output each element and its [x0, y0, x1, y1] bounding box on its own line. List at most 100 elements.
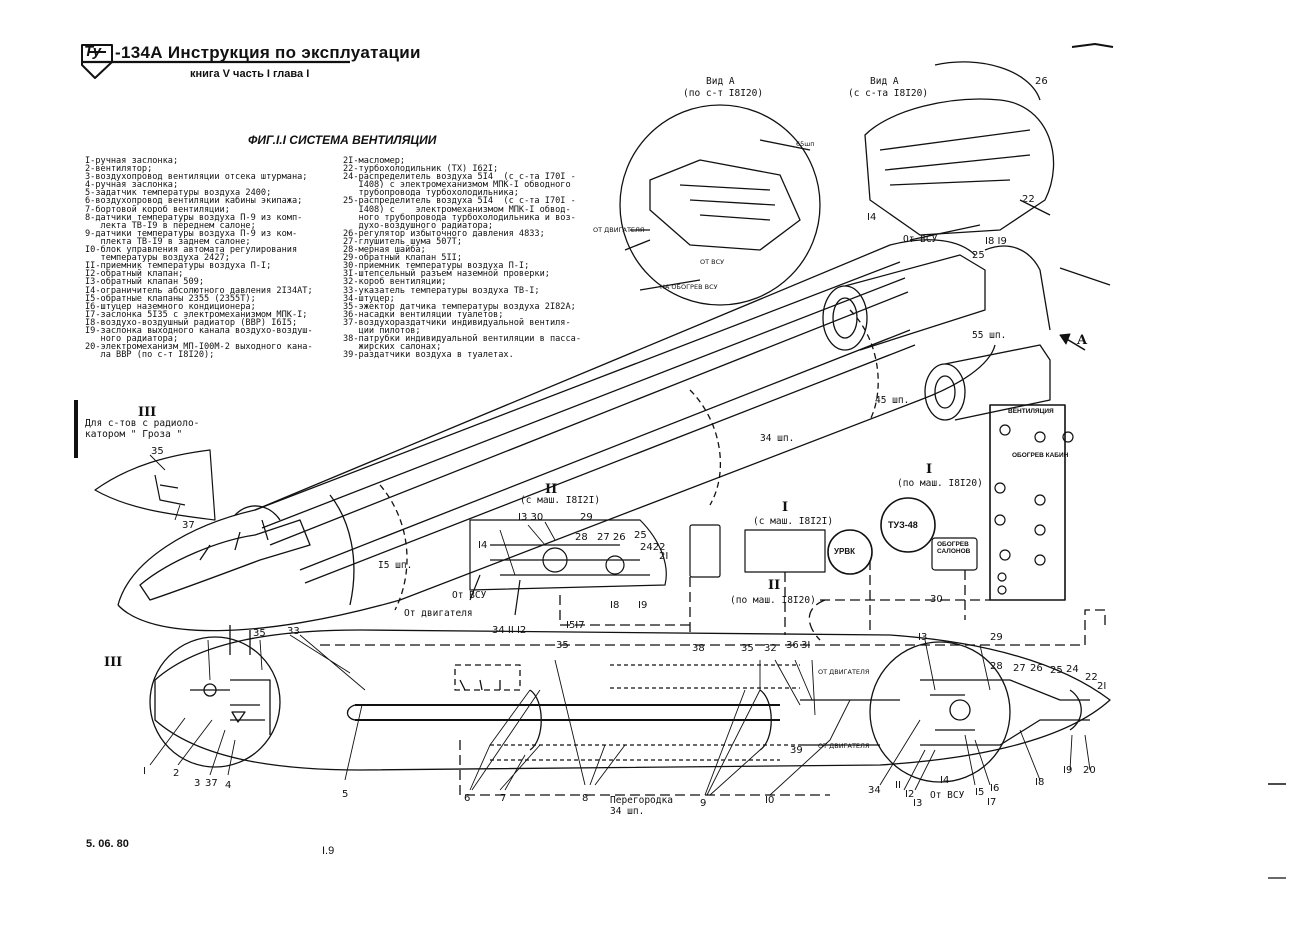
legend-right-item: 39-раздатчики воздуха в туалетах.: [343, 350, 514, 361]
callout-9: 9: [700, 798, 707, 809]
detail-iii-roman: III: [138, 405, 157, 420]
plan-from-engine-bot: ОТ ДВИГАТЕЛЯ: [818, 742, 870, 750]
callout-22-view: 22: [1022, 194, 1035, 205]
frame-45-label: 45 шп.: [875, 395, 910, 406]
callout-27: 27: [1013, 663, 1026, 674]
legend-left-item: I9-заслонка выходного канала воздухо-воз…: [85, 325, 313, 336]
legend-right-item: 38-патрубки индивидуальной вентиляции в …: [343, 334, 581, 345]
legend-left-item: 7-бортовой короб вентиляции;: [85, 204, 230, 215]
frame-34-label: 34 шп.: [760, 433, 795, 444]
legend-left-item: I5-обратные клапаны 2355 (2355Т);: [85, 293, 256, 304]
view-a-letter: A: [1077, 333, 1088, 348]
callout-13b: I3: [918, 632, 928, 643]
callout-2: 2: [173, 768, 180, 779]
callout-34: 34: [868, 785, 881, 796]
callout-25-view: 25: [972, 250, 985, 261]
inset-ii-po-sub: (по маш. I8I20): [730, 595, 816, 606]
callout-13-inset: I3 30: [518, 512, 544, 523]
callout-19: I9: [1063, 765, 1073, 776]
callout-16: I6: [990, 783, 1000, 794]
callout-19-inset: I9: [638, 600, 648, 611]
view-a1-title: Вид А: [706, 76, 735, 87]
callout-14: I4: [940, 775, 950, 786]
legend-left-item: 9-датчики температуры воздуха П-9 из ком…: [85, 228, 298, 239]
callout-15: I5: [975, 787, 985, 798]
callout-17: I7: [987, 797, 997, 808]
callout-21-inset: 2I: [659, 551, 669, 562]
frame-15-label: I5 шп.: [378, 560, 413, 571]
legend-left-item: I6-штуцер наземного кондиционера;: [85, 301, 256, 312]
callout-29: 29: [990, 632, 1003, 643]
corner-mark: [1071, 43, 1114, 48]
legend-right-item: 33-указатель температуры воздуха ТВ-I;: [343, 285, 540, 296]
document-title: -134А Инструкция по эксплуатации: [115, 43, 421, 62]
callout-18: I8: [1035, 777, 1045, 788]
heat-salon-label: ОБОГРЕВ САЛОНОВ: [937, 541, 971, 555]
inset-i-roman: I: [782, 500, 789, 515]
callout-35b: 35: [556, 640, 569, 651]
legend-left-item: I4-ограничитель абсолютного давления 2I3…: [85, 285, 313, 296]
legend-left-item: 3-воздухопровод вентиляции отсека штурма…: [85, 172, 308, 183]
callout-11: II: [895, 780, 901, 791]
inset-i-po-sub: (по маш. I8I20): [897, 478, 983, 489]
callout-28: 28: [990, 661, 1003, 672]
callout-32: 32: [764, 643, 777, 654]
callout-24: 24: [1066, 664, 1079, 675]
view-a1-sub: (по с-т I8I20): [683, 88, 764, 99]
inset-from-apu-label: От ВСУ: [452, 590, 487, 601]
view-a2-sub: (с с-та I8I20): [848, 88, 929, 99]
callout-36: 36: [786, 640, 799, 651]
callout-1: I: [143, 766, 146, 777]
legend-left-item: I0-блок управления автомата регулировани…: [85, 245, 298, 256]
callout-20: 20: [1083, 765, 1096, 776]
legend-left-item: I8-воздухо-воздушный радиатор (ВВР) I6I5…: [85, 317, 298, 328]
legend-right-item: трубопровода турбохолодильника;: [343, 188, 519, 199]
callout-29-inset: 29: [580, 512, 593, 523]
legend-right-item: 28-мерная шайба;: [343, 245, 426, 256]
legend-right-item: 37-воздухораздатчики индивидуальной вент…: [343, 317, 571, 328]
vent-panel-label: ВЕНТИЛЯЦИЯ: [1008, 408, 1054, 415]
legend-right-item: 25-распределитель воздуха 5I4 (с с-та I7…: [343, 196, 576, 207]
from-apu-small-label: ОТ ВСУ: [700, 258, 725, 266]
from-engine-label: ОТ ДВИГАТЕЛЯ: [593, 226, 645, 234]
legend-left-item: I3-обратный клапан 509;: [85, 277, 204, 288]
legend-right-item: 22-турбохолодильник (ТХ) I62I;: [343, 164, 499, 175]
callout-35a: 35: [253, 628, 266, 639]
legend-left-item: ного радиатора;: [85, 334, 179, 345]
plan-iii-roman: III: [104, 655, 123, 670]
detail-iii-text: Для с-тов с радиоло- катором " Гроза ": [85, 418, 200, 440]
leader-lines: [149, 454, 1091, 796]
footer-date: 5. 06. 80: [86, 838, 129, 850]
footer-page: I.9: [322, 845, 335, 857]
callout-37: 37: [205, 778, 218, 789]
callout-39: 39: [790, 745, 803, 756]
legend-left-item: плекта ТВ-I9 в заднем салоне;: [85, 236, 251, 247]
legend-right-item: 3I-штепсельный разъем наземной проверки;: [343, 269, 550, 280]
callout-37-nose: 37: [182, 520, 195, 531]
legend-right-item: I408) с электромеханизмом МПК-I обводног…: [343, 180, 571, 191]
engines: [822, 245, 1111, 421]
callout-35-nose: 35: [151, 446, 164, 457]
partition-label: Перегородка 34 шп.: [610, 795, 673, 817]
callout-8: 8: [582, 793, 589, 804]
callout-3: 3: [194, 778, 201, 789]
callout-12: I2: [905, 789, 915, 800]
legend-left-item: ла ВВР (по с-т I8I20);: [85, 350, 215, 361]
legend-right-item: ции пилотов;: [343, 325, 421, 336]
callout-25-inset: 25: [634, 530, 647, 541]
callout-28-inset: 28: [575, 532, 588, 543]
tuz-label: ТУЗ-48: [888, 520, 918, 530]
callout-21: 2I: [1097, 681, 1107, 692]
callout-18-view: I8 I9: [985, 236, 1007, 247]
legend-left-item: 20-электромеханизм МП-I00М-2 выходного к…: [85, 342, 313, 353]
view-a2-title: Вид А: [870, 76, 899, 87]
legend-left-item: I-ручная заслонка;: [85, 156, 179, 166]
callout-31: 3I: [801, 640, 811, 651]
from-apu-label: От ВСУ: [903, 234, 938, 245]
callout-30: 30: [930, 594, 943, 605]
legend-right-item: 29-обратный клапан 5II;: [343, 253, 462, 264]
callout-6: 6: [464, 793, 471, 804]
control-panels: [689, 404, 1074, 601]
plan-fuselage: [149, 560, 1111, 796]
